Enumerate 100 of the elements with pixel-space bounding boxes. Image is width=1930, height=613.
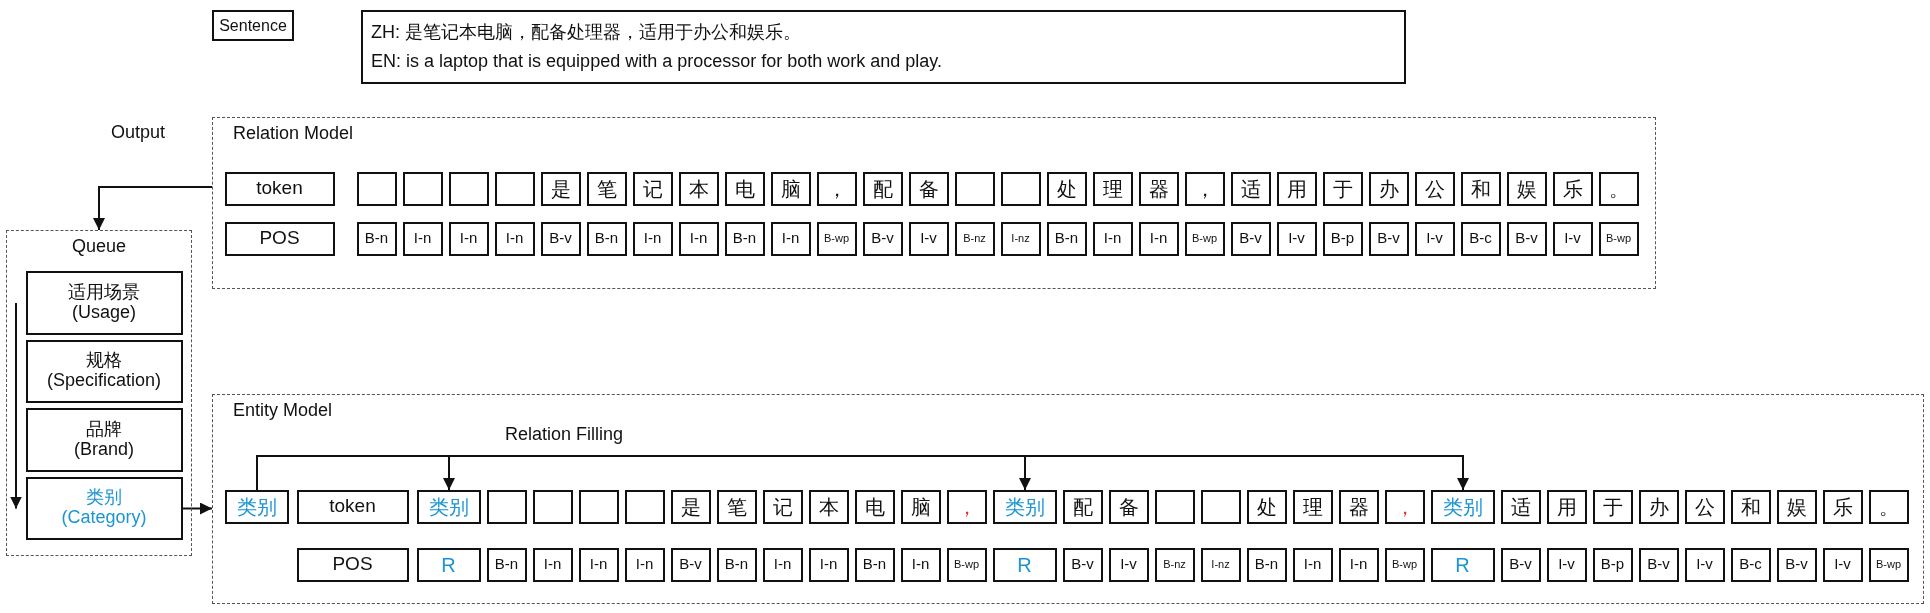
row-header: token <box>296 489 409 524</box>
panel-title: Relation Model <box>233 124 354 144</box>
pos-tag: I-n <box>900 547 941 582</box>
pos-tag: I-n <box>1292 547 1333 582</box>
pos-tag: I-n <box>678 221 719 256</box>
empty-token-box <box>402 171 443 206</box>
pos-tag: B-n <box>724 221 765 256</box>
pos-tag: B-wp <box>1868 547 1909 582</box>
queue-item-box <box>25 270 183 335</box>
empty-token-box <box>494 171 535 206</box>
pos-tag: I-v <box>1546 547 1587 582</box>
queue-item-box <box>25 339 183 403</box>
pos-tag: B-c <box>1730 547 1771 582</box>
token: 笔 <box>716 489 757 524</box>
empty-token-box <box>954 171 995 206</box>
token: 乐 <box>1822 489 1863 524</box>
token: 脑 <box>900 489 941 524</box>
annotation-label: Relation Filling <box>505 424 624 445</box>
pos-tag: I-n <box>448 221 489 256</box>
token: 和 <box>1730 489 1771 524</box>
token: 器 <box>1338 489 1379 524</box>
pos-tag: B-v <box>540 221 581 256</box>
token: 适 <box>1500 489 1541 524</box>
token: 于 <box>1322 171 1363 206</box>
annotation-label: Output <box>111 122 166 143</box>
pos-tag: R <box>1430 547 1495 582</box>
queue-item-label: 类别 (Category) <box>61 488 147 528</box>
pos-tag: I-n <box>494 221 535 256</box>
token: 公 <box>1684 489 1725 524</box>
pos-tag: B-n <box>1246 547 1287 582</box>
queue-item-box <box>25 476 183 540</box>
pos-tag: B-n <box>716 547 757 582</box>
pos-tag: I-v <box>1684 547 1725 582</box>
token: 是 <box>670 489 711 524</box>
pos-tag: I-n <box>1138 221 1179 256</box>
empty-token-box <box>1200 489 1241 524</box>
pos-tag: I-n <box>578 547 619 582</box>
token: ， <box>1384 489 1425 524</box>
token: ， <box>816 171 857 206</box>
pos-tag: B-n <box>356 221 397 256</box>
pos-tag: B-v <box>1062 547 1103 582</box>
token: 用 <box>1546 489 1587 524</box>
pos-tag: I-nz <box>1200 547 1241 582</box>
pos-tag: I-n <box>1338 547 1379 582</box>
token: 备 <box>908 171 949 206</box>
pos-tag: B-nz <box>954 221 995 256</box>
token: 是 <box>540 171 581 206</box>
pos-tag: I-n <box>1092 221 1133 256</box>
queue-panel <box>6 230 192 556</box>
row-header: POS <box>296 547 409 582</box>
empty-token-box <box>448 171 489 206</box>
token: 办 <box>1368 171 1409 206</box>
empty-token-box <box>1000 171 1041 206</box>
arrow <box>182 502 213 515</box>
token: 电 <box>724 171 765 206</box>
token: 本 <box>808 489 849 524</box>
pos-tag: I-n <box>632 221 673 256</box>
token: 记 <box>632 171 673 206</box>
pos-tag: B-wp <box>1598 221 1639 256</box>
pos-tag: I-v <box>1822 547 1863 582</box>
pos-tag: B-v <box>862 221 903 256</box>
pos-tag: B-v <box>1368 221 1409 256</box>
pos-tag: B-wp <box>946 547 987 582</box>
empty-token-box <box>624 489 665 524</box>
sentence-box <box>361 10 1406 84</box>
pos-tag: R <box>992 547 1057 582</box>
sentence-text: EN: is a laptop that is equipped with a processor for both work and play. <box>371 50 942 73</box>
queue-item-box <box>25 407 183 472</box>
sentence-text: ZH: 是笔记本电脑，配备处理器，适用于办公和娱乐。 <box>371 21 801 45</box>
token: 理 <box>1292 489 1333 524</box>
token: 脑 <box>770 171 811 206</box>
sentence-tag: Sentence <box>212 10 294 41</box>
token: ， <box>946 489 987 524</box>
pos-tag: I-n <box>624 547 665 582</box>
pos-tag: I-n <box>532 547 573 582</box>
token: 类别 <box>1430 489 1495 524</box>
arrow <box>256 455 1469 491</box>
token: 记 <box>762 489 803 524</box>
model-panel <box>212 394 1924 604</box>
token: 适 <box>1230 171 1271 206</box>
pos-tag: B-p <box>1322 221 1363 256</box>
token: 笔 <box>586 171 627 206</box>
token: 。 <box>1598 171 1639 206</box>
token: 和 <box>1460 171 1501 206</box>
token: 类别 <box>416 489 481 524</box>
pos-tag: I-n <box>762 547 803 582</box>
row-header: token <box>224 171 335 206</box>
token: 类别 <box>224 489 289 524</box>
token: 电 <box>854 489 895 524</box>
pos-tag: B-n <box>854 547 895 582</box>
token: 于 <box>1592 489 1633 524</box>
pos-tag: I-nz <box>1000 221 1041 256</box>
token: 配 <box>1062 489 1103 524</box>
pos-tag: I-v <box>1552 221 1593 256</box>
pos-tag: B-wp <box>1384 547 1425 582</box>
token: 处 <box>1246 489 1287 524</box>
pos-tag: B-v <box>1230 221 1271 256</box>
empty-token-box <box>1154 489 1195 524</box>
token: ， <box>1184 171 1225 206</box>
pos-tag: B-v <box>1500 547 1541 582</box>
